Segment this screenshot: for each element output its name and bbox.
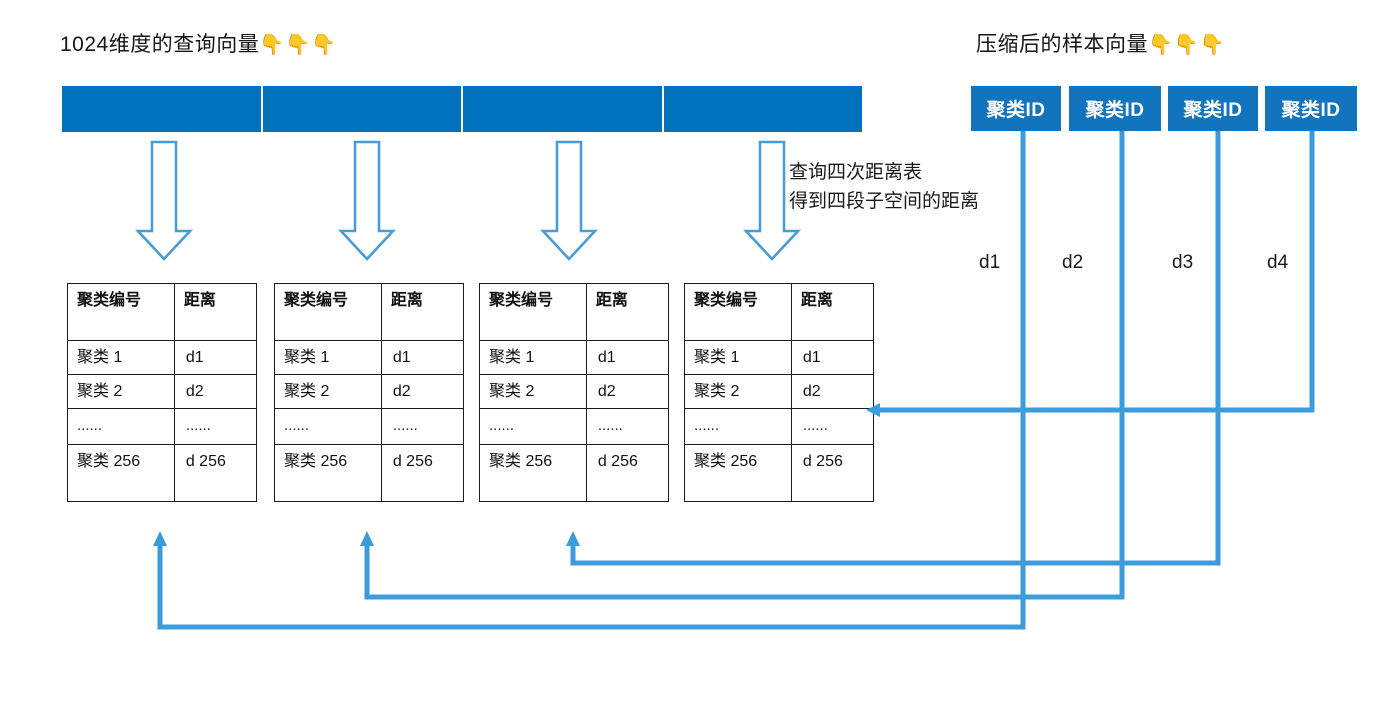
- cell-distance: d1: [380, 340, 465, 375]
- annotation-line-2: 得到四段子空间的距离: [789, 191, 980, 212]
- cluster-id-box-1: 聚类ID: [971, 86, 1061, 131]
- table-row: 聚类 2 d2: [274, 374, 465, 409]
- cell-cluster: ......: [67, 408, 175, 445]
- distance-table-3: 聚类编号 距离 聚类 1 d1 聚类 2 d2 ...... ...... 聚类…: [479, 283, 670, 502]
- header-distance: 距离: [585, 283, 670, 341]
- table-header-row: 聚类编号 距离: [479, 283, 670, 341]
- header-distance: 距离: [173, 283, 258, 341]
- cell-distance: d2: [380, 374, 465, 409]
- cluster-id-box-3: 聚类ID: [1168, 86, 1258, 131]
- cell-distance: d 256: [790, 444, 875, 502]
- table-row: 聚类 1 d1: [479, 340, 670, 375]
- table-row: 聚类 1 d1: [684, 340, 875, 375]
- arrowhead-into-table2: [360, 531, 374, 546]
- header-cluster-id: 聚类编号: [684, 283, 792, 341]
- distance-label-d1: d1: [979, 252, 1001, 273]
- query-vector-segment-2: [262, 86, 461, 132]
- left-section-title: 1024维度的查询向量👇👇👇: [60, 28, 337, 58]
- header-distance: 距离: [380, 283, 465, 341]
- block-arrow-down-3: [540, 140, 598, 261]
- cell-distance: d 256: [173, 444, 258, 502]
- table-row: 聚类 256 d 256: [67, 444, 258, 502]
- down-pointing-emoji-right: 👇👇👇: [1148, 34, 1226, 56]
- right-section-title: 压缩后的样本向量👇👇👇: [976, 28, 1226, 58]
- query-vector-bar: [62, 86, 862, 132]
- cell-cluster: 聚类 1: [684, 340, 792, 375]
- cell-cluster: 聚类 2: [67, 374, 175, 409]
- down-pointing-emoji-left: 👇👇👇: [259, 34, 337, 56]
- cell-distance: ......: [790, 408, 875, 445]
- cell-cluster: 聚类 256: [479, 444, 587, 502]
- cluster-id-box-4: 聚类ID: [1265, 86, 1357, 131]
- header-cluster-id: 聚类编号: [67, 283, 175, 341]
- table-row: ...... ......: [684, 408, 875, 445]
- cell-cluster: 聚类 1: [67, 340, 175, 375]
- header-distance: 距离: [790, 283, 875, 341]
- table-row: 聚类 256 d 256: [479, 444, 670, 502]
- cell-distance: d 256: [380, 444, 465, 502]
- arrowhead-into-table3: [566, 531, 580, 546]
- table-row: 聚类 256 d 256: [274, 444, 465, 502]
- distance-label-d2: d2: [1062, 252, 1084, 273]
- table-row: 聚类 2 d2: [67, 374, 258, 409]
- cell-cluster: ......: [479, 408, 587, 445]
- annotation-line-1: 查询四次距离表: [789, 162, 923, 183]
- left-title-text: 1024维度的查询向量: [60, 33, 260, 56]
- cell-cluster: ......: [684, 408, 792, 445]
- distance-table-1: 聚类编号 距离 聚类 1 d1 聚类 2 d2 ...... ...... 聚类…: [67, 283, 258, 502]
- cell-distance: d2: [790, 374, 875, 409]
- annotation-text: 查询四次距离表 得到四段子空间的距离: [789, 158, 979, 216]
- cell-cluster: 聚类 256: [684, 444, 792, 502]
- cell-distance: d2: [173, 374, 258, 409]
- right-title-text: 压缩后的样本向量: [976, 33, 1148, 56]
- table-header-row: 聚类编号 距离: [67, 283, 258, 341]
- cell-cluster: 聚类 2: [684, 374, 792, 409]
- cell-distance: ......: [173, 408, 258, 445]
- cell-distance: d1: [173, 340, 258, 375]
- cluster-id-box-2: 聚类ID: [1069, 86, 1161, 131]
- cell-cluster: ......: [274, 408, 382, 445]
- cell-cluster: 聚类 256: [67, 444, 175, 502]
- cell-distance: d1: [790, 340, 875, 375]
- header-cluster-id: 聚类编号: [479, 283, 587, 341]
- table-row: ...... ......: [274, 408, 465, 445]
- distance-label-d3: d3: [1172, 252, 1194, 273]
- table-header-row: 聚类编号 距离: [684, 283, 875, 341]
- table-row: 聚类 1 d1: [274, 340, 465, 375]
- header-cluster-id: 聚类编号: [274, 283, 382, 341]
- query-vector-segment-3: [463, 86, 662, 132]
- table-row: ...... ......: [479, 408, 670, 445]
- cell-distance: d2: [585, 374, 670, 409]
- table-row: 聚类 256 d 256: [684, 444, 875, 502]
- table-row: 聚类 2 d2: [479, 374, 670, 409]
- table-header-row: 聚类编号 距离: [274, 283, 465, 341]
- table-row: ...... ......: [67, 408, 258, 445]
- cell-distance: ......: [585, 408, 670, 445]
- query-vector-segment-4: [663, 86, 862, 132]
- arrowhead-into-table1: [153, 531, 167, 546]
- distance-table-2: 聚类编号 距离 聚类 1 d1 聚类 2 d2 ...... ...... 聚类…: [274, 283, 465, 502]
- cell-distance: ......: [380, 408, 465, 445]
- distance-table-4: 聚类编号 距离 聚类 1 d1 聚类 2 d2 ...... ...... 聚类…: [684, 283, 875, 502]
- cell-cluster: 聚类 1: [479, 340, 587, 375]
- cell-distance: d 256: [585, 444, 670, 502]
- cell-cluster: 聚类 1: [274, 340, 382, 375]
- table-row: 聚类 2 d2: [684, 374, 875, 409]
- block-arrow-down-2: [338, 140, 396, 261]
- query-vector-segment-1: [62, 86, 261, 132]
- cell-distance: d1: [585, 340, 670, 375]
- distance-label-d4: d4: [1267, 252, 1289, 273]
- cell-cluster: 聚类 256: [274, 444, 382, 502]
- cell-cluster: 聚类 2: [479, 374, 587, 409]
- cell-cluster: 聚类 2: [274, 374, 382, 409]
- block-arrow-down-1: [135, 140, 193, 261]
- table-row: 聚类 1 d1: [67, 340, 258, 375]
